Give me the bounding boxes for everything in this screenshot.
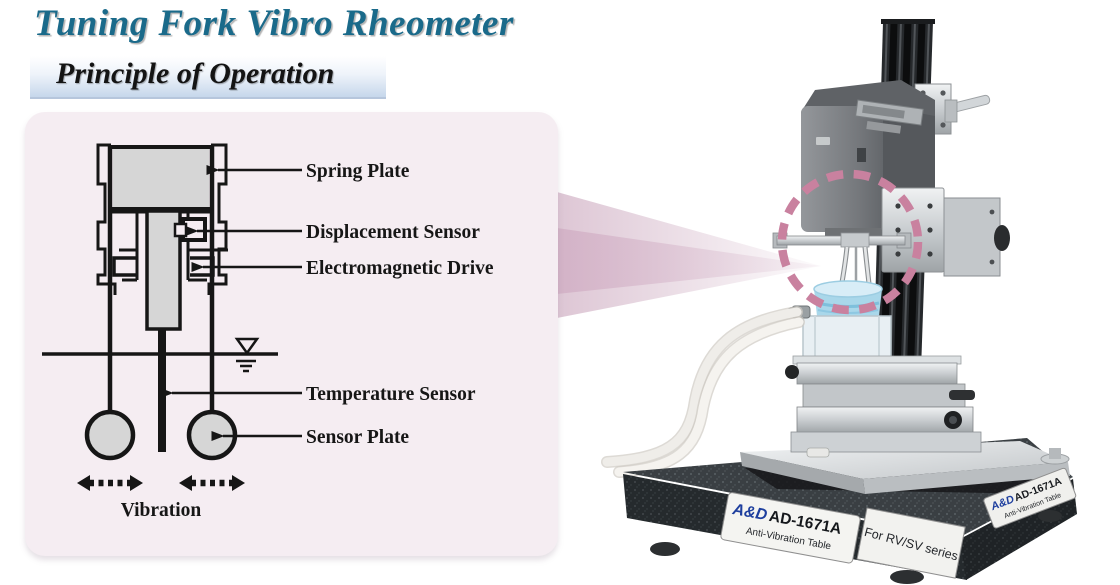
base-label-series: For RV/SV series — [856, 507, 966, 579]
vibration-arrow-left — [77, 475, 143, 491]
temperature-sensor-label: Temperature Sensor — [306, 384, 476, 405]
base-foot — [650, 542, 680, 556]
spring-plate-shape — [113, 149, 209, 207]
vibration-arrow-right — [179, 475, 245, 491]
page-title: Tuning Fork Vibro Rheometer — [34, 3, 514, 44]
head-brand-mark — [816, 137, 830, 145]
carriage-knob — [994, 225, 1010, 251]
instrument-photo: A&D AD-1671A Anti-Vibration Table For RV… — [545, 0, 1120, 585]
head-vent — [857, 148, 866, 162]
em-drive-label: Electromagnetic Drive — [306, 258, 494, 279]
vibration-label: Vibration — [121, 500, 202, 521]
subtitle: Principle of Operation — [56, 57, 335, 90]
head-subplate — [866, 121, 902, 134]
sensor-plate-label: Sensor Plate — [306, 427, 409, 448]
callout-beam-core — [557, 228, 821, 294]
fork-schematic: Vibration Spring Plate Displacement Sens… — [42, 143, 494, 521]
stage-knob — [785, 365, 799, 379]
steel-platform — [740, 441, 1070, 494]
sensor-plate-left — [84, 409, 136, 461]
stage-tab — [806, 447, 830, 458]
displacement-sensor-core — [173, 222, 188, 238]
head-nameplate — [855, 99, 924, 126]
base-label-left: A&D AD-1671A Anti-Vibration Table — [720, 492, 861, 564]
liquid-level-icon — [234, 337, 260, 356]
base-foot — [890, 570, 924, 584]
instrument-photo-svg: A&D AD-1671A Anti-Vibration Table For RV… — [557, 19, 1077, 584]
temperature-rod — [158, 329, 166, 452]
subtitle-bar: Principle of Operation — [30, 56, 386, 99]
highlight-circle — [777, 169, 923, 315]
displacement-sensor-label: Displacement Sensor — [306, 222, 480, 243]
base-foot — [1038, 510, 1062, 522]
housing-outline-left — [96, 143, 117, 295]
measuring-head — [801, 80, 935, 238]
coolant-tubes — [601, 306, 805, 478]
xy-stage-stack — [785, 355, 982, 458]
em-drive-left — [112, 256, 137, 277]
leveling-foot-stem — [1049, 448, 1061, 459]
brand-logo: A&D — [730, 501, 769, 524]
spring-plate-label: Spring Plate — [306, 161, 410, 182]
micrometer-head — [949, 390, 975, 400]
principle-diagram-panel: Vibration Spring Plate Displacement Sens… — [25, 112, 558, 556]
